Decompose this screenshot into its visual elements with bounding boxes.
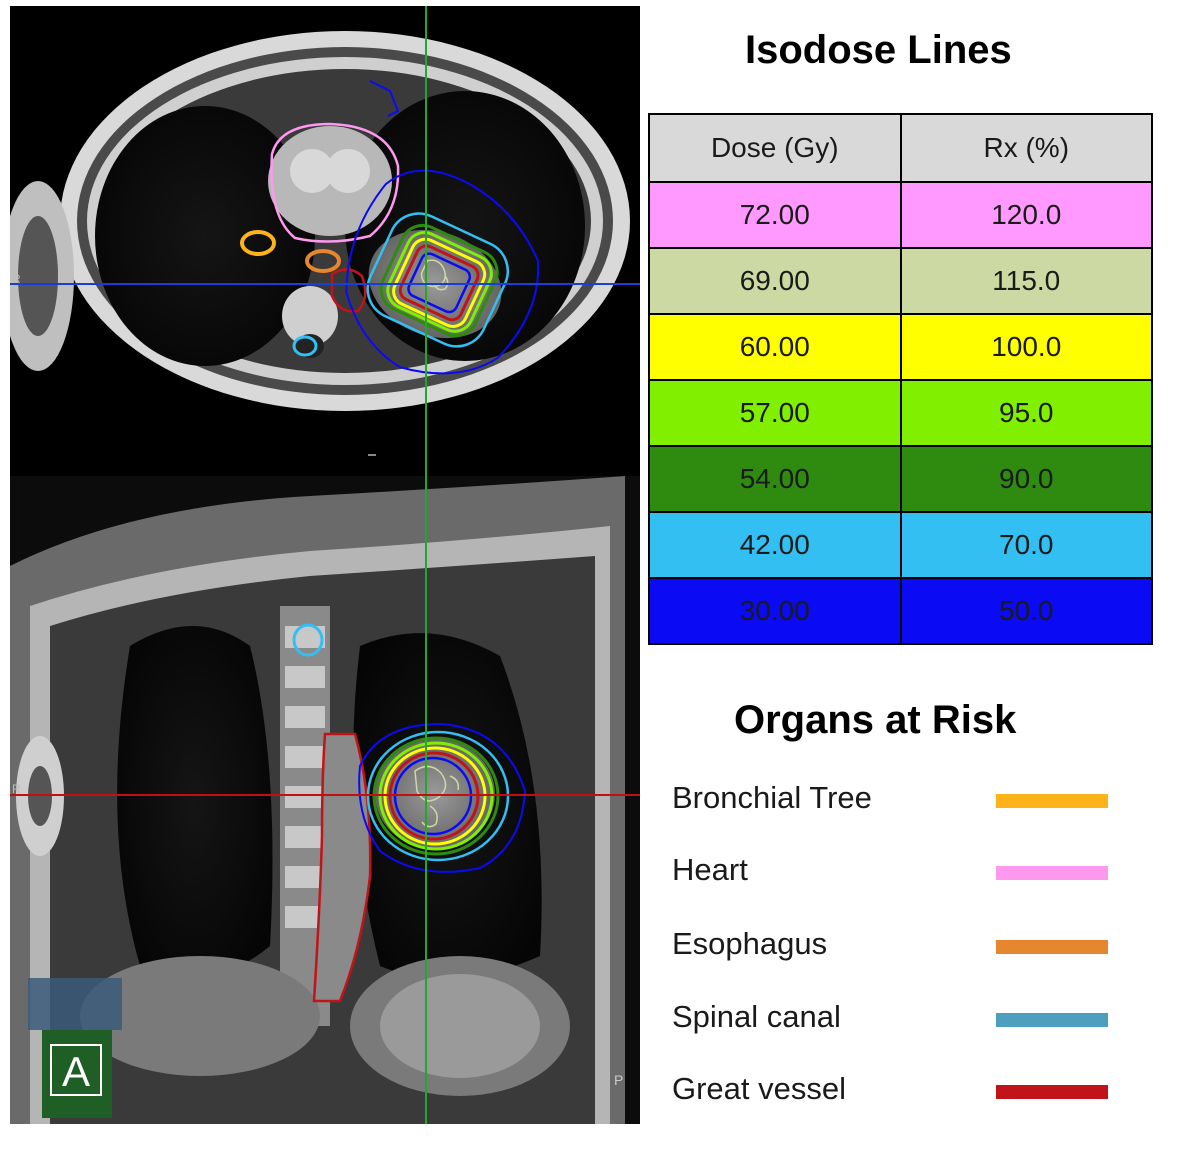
orientation-mark-upper: R (12, 272, 21, 286)
isodose-row: 42.00 70.0 (648, 511, 1153, 579)
isodose-row: 69.00 115.0 (648, 247, 1153, 315)
rx-column-header: Rx (%) (899, 113, 1153, 183)
rx-cell: 70.0 (899, 511, 1153, 579)
great-vessel-contour-coronal (312, 732, 372, 1003)
rx-cell: 115.0 (899, 247, 1153, 315)
dose-cell: 72.00 (648, 181, 902, 249)
axial-right-lung (95, 106, 315, 366)
corner-mark: P (614, 1072, 624, 1088)
oar-label: Bronchial Tree (672, 780, 872, 815)
view-label-box: A (50, 1044, 102, 1096)
isodose-row: 72.00 120.0 (648, 181, 1153, 249)
axial-view (10, 31, 630, 411)
isodose-title: Isodose Lines (745, 28, 1012, 72)
oar-label: Spinal canal (672, 999, 841, 1034)
coronal-view (10, 476, 640, 1124)
dose-cell: 54.00 (648, 445, 902, 513)
oar-label: Esophagus (672, 926, 828, 961)
orientation-mark-lower: R (12, 782, 21, 796)
isodose-row: 60.00 100.0 (648, 313, 1153, 381)
isodose-row: 54.00 90.0 (648, 445, 1153, 513)
isodose-table: Dose (Gy) Rx (%) 72.00 120.0 69.00 115.0… (648, 113, 1153, 645)
oar-color-swatch (996, 1013, 1108, 1027)
oar-color-swatch (996, 794, 1108, 808)
oar-legend-item: Esophagus (672, 926, 1122, 966)
isodose-row: 57.00 95.0 (648, 379, 1153, 447)
oar-color-swatch (996, 940, 1108, 954)
axial-vertebra (282, 286, 338, 346)
dose-cell: 69.00 (648, 247, 902, 315)
oar-color-swatch (996, 866, 1108, 880)
dose-cell: 60.00 (648, 313, 902, 381)
dose-column-header: Dose (Gy) (648, 113, 902, 183)
coronal-liver (80, 956, 320, 1076)
dose-cell: 30.00 (648, 577, 902, 645)
oar-legend-item: Bronchial Tree (672, 780, 1122, 820)
isodose-row: 30.00 50.0 (648, 577, 1153, 645)
spinal-canal-contour-coronal (292, 623, 324, 657)
ct-scan-image (10, 6, 640, 1124)
heart-contour-axial (270, 122, 400, 243)
oar-color-swatch (996, 1085, 1108, 1099)
oar-label: Great vessel (672, 1071, 847, 1106)
dose-cell: 42.00 (648, 511, 902, 579)
oar-legend-item: Spinal canal (672, 999, 1122, 1039)
bronchial-contour-axial (240, 230, 276, 256)
dose-cell: 57.00 (648, 379, 902, 447)
oar-legend-item: Heart (672, 852, 1122, 892)
organs-at-risk-title: Organs at Risk (734, 698, 1017, 742)
ct-scan-panel: R R (10, 6, 640, 1124)
coronal-right-lung (117, 626, 273, 978)
rx-cell: 90.0 (899, 445, 1153, 513)
isodose-contours-axial (345, 169, 540, 375)
rx-cell: 120.0 (899, 181, 1153, 249)
spinal-canal-contour-axial (292, 335, 318, 357)
oar-label: Heart (672, 852, 748, 887)
rx-cell: 50.0 (899, 577, 1153, 645)
view-badge-overlay (28, 978, 122, 1030)
esophagus-contour-axial (305, 249, 341, 273)
rx-cell: 100.0 (899, 313, 1153, 381)
rx-cell: 95.0 (899, 379, 1153, 447)
isodose-header-row: Dose (Gy) Rx (%) (648, 113, 1153, 183)
oar-legend-item: Great vessel (672, 1071, 1122, 1111)
